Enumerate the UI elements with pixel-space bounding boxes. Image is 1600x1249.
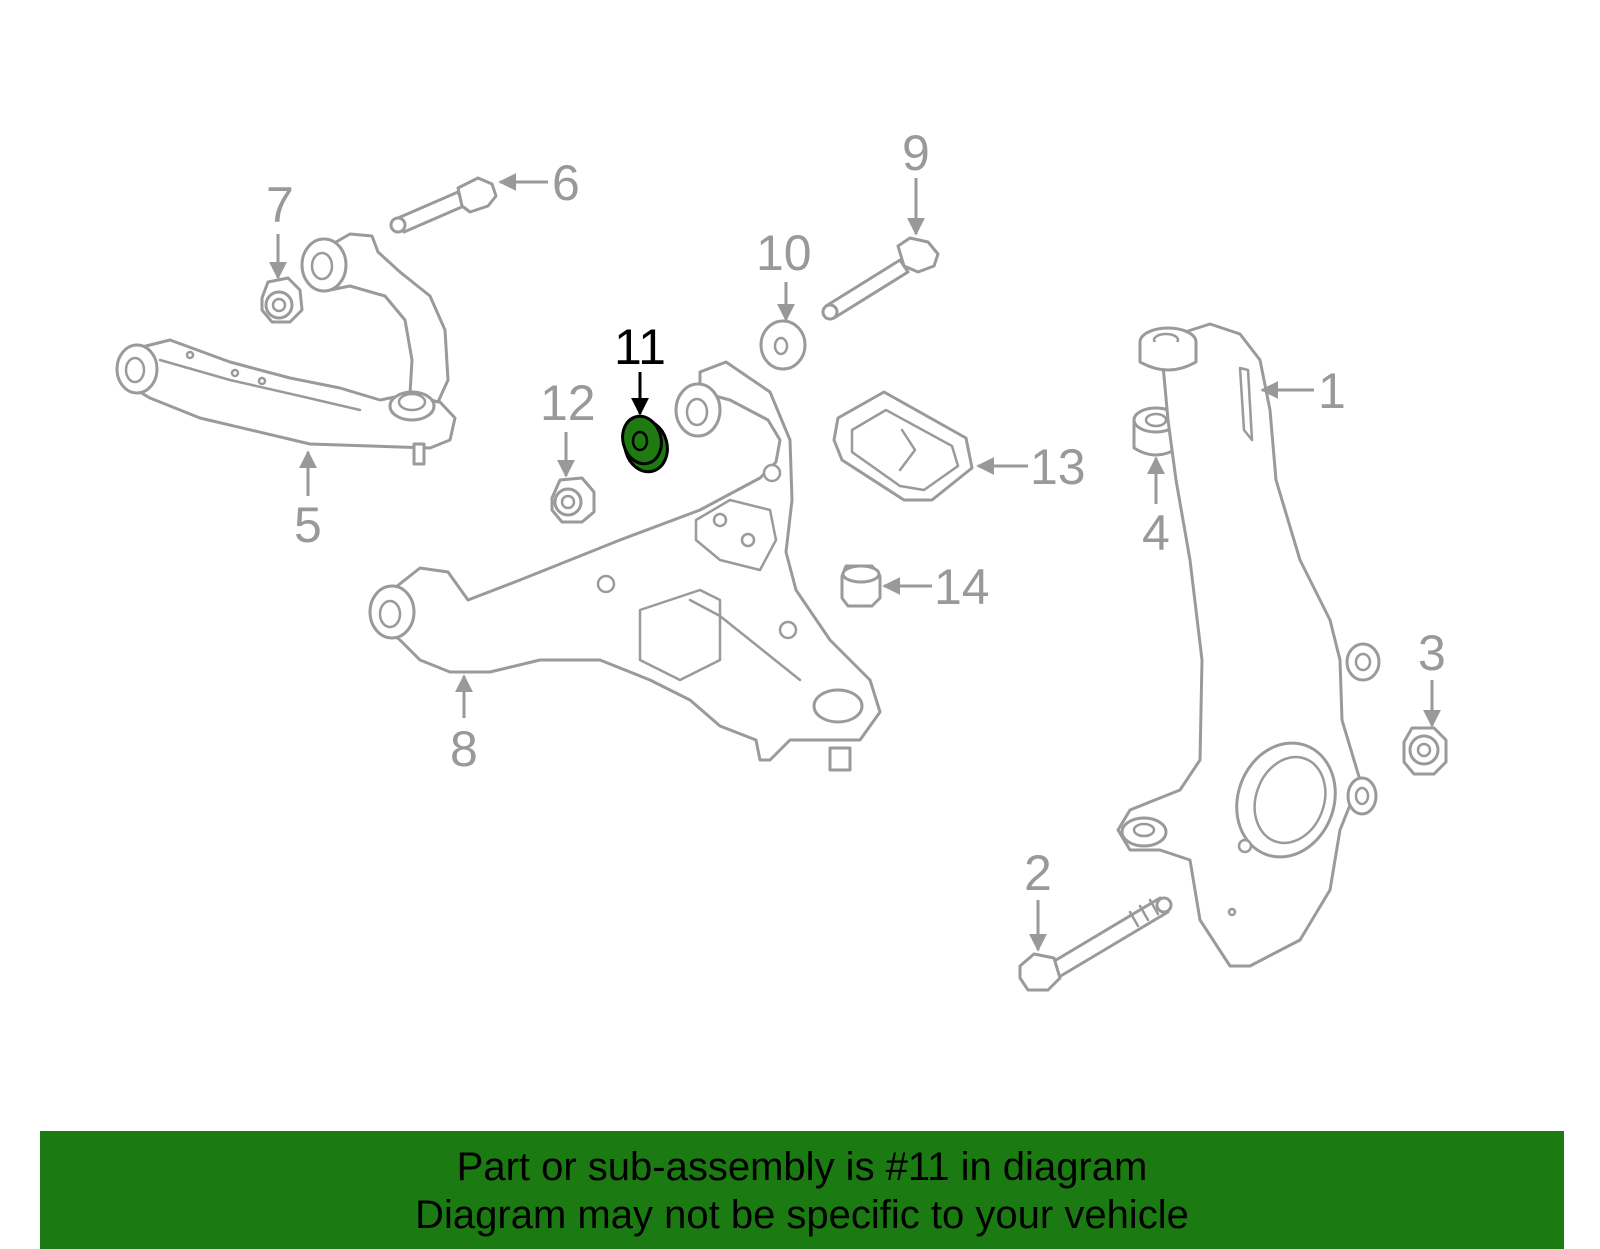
- knuckle-part-1: [1116, 322, 1381, 968]
- nut-part-3: [1402, 726, 1448, 776]
- washer-part-10: [759, 319, 807, 371]
- callout-10: 10: [756, 225, 812, 281]
- callout-12: 12: [540, 375, 596, 431]
- callout-4: 4: [1142, 505, 1170, 561]
- bolt-part-6: [389, 176, 498, 234]
- callout-5: 5: [294, 497, 322, 553]
- banner-line-part-number: Part or sub-assembly is #11 in diagram: [456, 1145, 1148, 1189]
- callout-3: 3: [1418, 625, 1446, 681]
- callout-arrows: [269, 173, 1441, 952]
- banner-line-disclaimer: Diagram may not be specific to your vehi…: [415, 1193, 1189, 1237]
- callout-1: 1: [1318, 363, 1346, 419]
- info-banner: Part or sub-assembly is #11 in diagram D…: [40, 1131, 1564, 1249]
- nut-part-12: [550, 476, 596, 524]
- pad-part-13: [832, 390, 974, 502]
- callout-9: 9: [902, 125, 930, 181]
- callout-11: 11: [614, 319, 666, 375]
- callout-8: 8: [450, 721, 478, 777]
- callout-labels: 1 2 3 4 5 6 7 8 9 10 11 12 13 14: [266, 125, 1446, 901]
- callout-2: 2: [1024, 845, 1052, 901]
- callout-13: 13: [1030, 439, 1086, 495]
- washer-part-11-highlighted: [621, 414, 669, 474]
- bolt-part-2: [1018, 896, 1173, 992]
- upper-control-arm-part-5: [115, 232, 457, 466]
- callout-14: 14: [934, 559, 990, 615]
- nut-part-7: [260, 276, 304, 324]
- lower-control-arm-part-8: [368, 360, 882, 772]
- nut-part-14: [840, 564, 882, 608]
- callout-6: 6: [552, 155, 580, 211]
- callout-7: 7: [266, 177, 294, 233]
- bolt-part-9: [821, 236, 940, 321]
